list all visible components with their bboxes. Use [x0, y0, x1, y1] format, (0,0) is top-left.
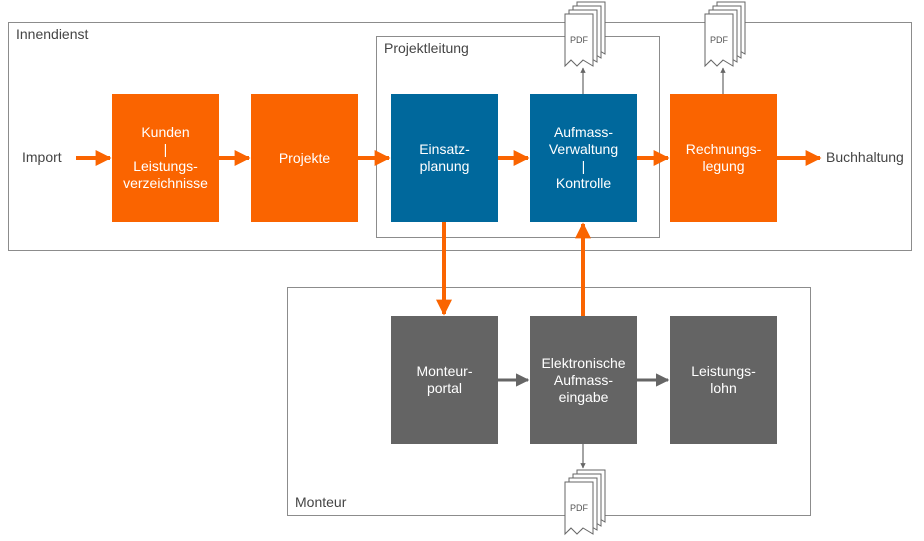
- innendienst-frame: [8, 22, 912, 251]
- monteur-label: Monteur: [295, 494, 347, 510]
- import-label: Import: [22, 149, 62, 165]
- einsatzplanung-box: Einsatz- planung: [391, 94, 498, 222]
- rechnungslegung-box: Rechnungs- legung: [670, 94, 777, 222]
- aufmass-verwaltung-box: Aufmass- Verwaltung | Kontrolle: [530, 94, 637, 222]
- aufmasseingabe-box: Elektronische Aufmass- eingabe: [530, 316, 637, 444]
- projektleitung-label: Projektleitung: [384, 40, 469, 56]
- buchhaltung-label: Buchhaltung: [826, 149, 904, 165]
- monteurportal-box: Monteur- portal: [391, 316, 498, 444]
- kunden-box: Kunden | Leistungs- verzeichnisse: [112, 94, 219, 222]
- projektleitung-frame: [376, 36, 660, 238]
- monteur-frame: [287, 287, 811, 516]
- innendienst-label: Innendienst: [16, 26, 89, 42]
- projekte-box: Projekte: [251, 94, 358, 222]
- leistungslohn-box: Leistungs- lohn: [670, 316, 777, 444]
